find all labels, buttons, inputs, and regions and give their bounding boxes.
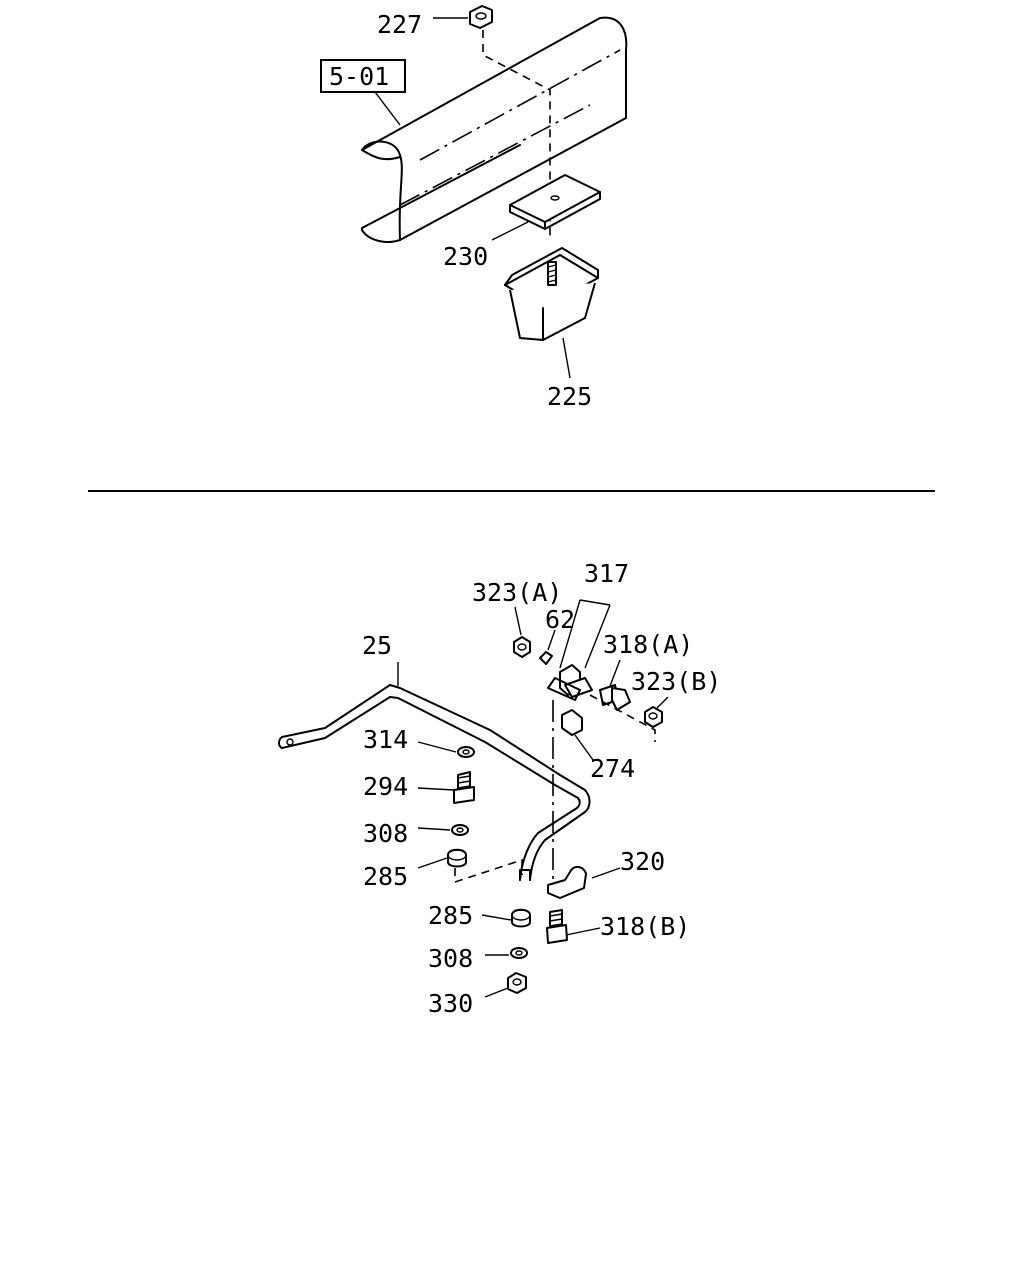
label-62: 62 bbox=[545, 605, 575, 634]
leader-318b bbox=[565, 927, 601, 936]
label-285-top: 285 bbox=[363, 862, 408, 891]
label-317: 317 bbox=[584, 559, 629, 588]
label-308-top: 308 bbox=[363, 819, 408, 848]
leader-225 bbox=[562, 337, 571, 379]
label-323a: 323(A) bbox=[472, 578, 562, 607]
bolt-318a-icon bbox=[599, 684, 631, 711]
washer-308-top-icon bbox=[451, 824, 469, 836]
leader-294 bbox=[417, 787, 455, 791]
leader-314 bbox=[417, 741, 457, 753]
nut-323a-icon bbox=[513, 636, 531, 658]
ref-box-5-01[interactable]: 5-01 bbox=[320, 59, 406, 126]
label-314: 314 bbox=[363, 725, 408, 754]
leader-330 bbox=[484, 987, 509, 998]
leader-274 bbox=[574, 734, 594, 761]
bush-62-icon bbox=[539, 651, 553, 665]
center-line-318a bbox=[589, 694, 656, 742]
leader-285-bottom bbox=[481, 914, 512, 921]
nut-323b-icon bbox=[644, 706, 663, 728]
bush-285-bottom-icon bbox=[511, 908, 531, 928]
leader-230 bbox=[491, 221, 529, 241]
label-294: 294 bbox=[363, 772, 408, 801]
label-318b: 318(B) bbox=[600, 912, 690, 941]
link-317-icon bbox=[547, 664, 593, 701]
bracket-317 bbox=[559, 599, 611, 669]
label-25: 25 bbox=[362, 631, 392, 660]
plate-230-icon bbox=[509, 174, 601, 230]
leader-62 bbox=[547, 629, 556, 651]
bolt-294-icon bbox=[453, 771, 475, 804]
label-330: 330 bbox=[428, 989, 473, 1018]
leader-323a bbox=[514, 606, 522, 636]
label-308-bottom: 308 bbox=[428, 944, 473, 973]
label-225: 225 bbox=[547, 382, 592, 411]
bumper-225-icon bbox=[504, 247, 599, 341]
label-323b: 323(B) bbox=[631, 667, 721, 696]
label-227: 227 bbox=[377, 10, 422, 39]
leader-320 bbox=[591, 867, 621, 879]
center-line-top bbox=[482, 30, 551, 240]
leader-308-top bbox=[417, 827, 451, 831]
frame-rail bbox=[361, 16, 628, 243]
center-line-bar-end bbox=[454, 858, 523, 884]
washer-314-icon bbox=[457, 746, 475, 758]
nut-330-icon bbox=[507, 972, 527, 994]
leader-318a bbox=[609, 659, 621, 687]
stabilizer-bar-25 bbox=[278, 684, 591, 881]
bolt-318b-icon bbox=[546, 909, 568, 944]
ref-box-text: 5-01 bbox=[329, 62, 389, 91]
label-320: 320 bbox=[620, 847, 665, 876]
bush-274-icon bbox=[561, 709, 583, 736]
leader-285-top bbox=[417, 857, 448, 869]
leader-323b bbox=[656, 696, 669, 709]
nut-227-icon bbox=[469, 5, 493, 29]
washer-308-bottom-icon bbox=[510, 947, 528, 959]
label-230: 230 bbox=[443, 242, 488, 271]
bracket-320-icon bbox=[547, 866, 587, 899]
label-274: 274 bbox=[590, 754, 635, 783]
bush-285-top-icon bbox=[447, 848, 467, 868]
label-318a: 318(A) bbox=[603, 630, 693, 659]
label-285-bottom: 285 bbox=[428, 901, 473, 930]
